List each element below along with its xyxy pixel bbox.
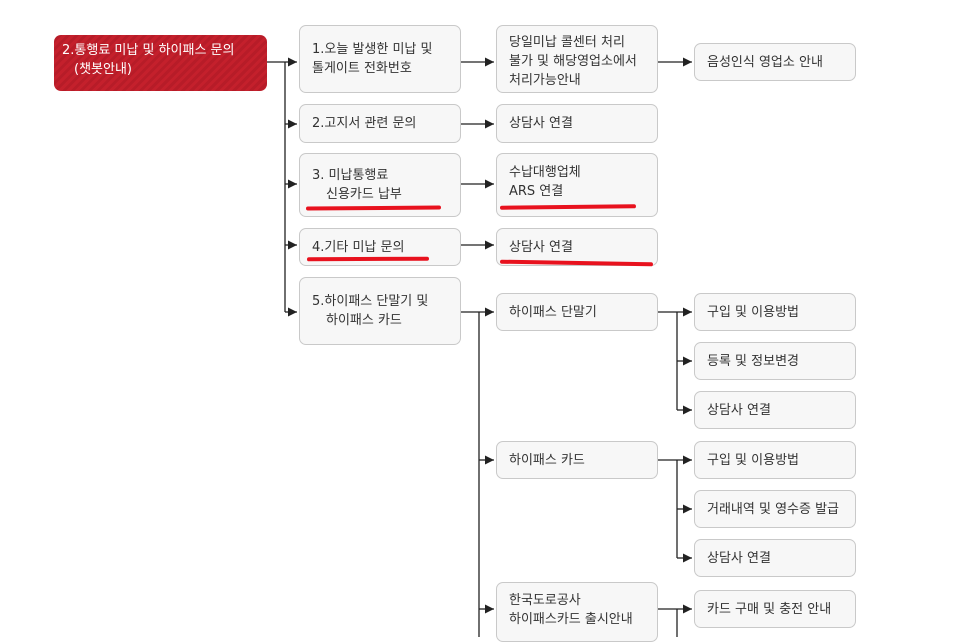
hipass-terminal-node[interactable]: 하이패스 단말기 xyxy=(496,293,658,331)
sub-item3-line1: 수납대행업체 xyxy=(509,165,581,180)
launch-line2: 하이패스카드 출시안내 xyxy=(509,612,633,627)
menu-item-hipass[interactable]: 5.하이패스 단말기 및 하이패스 카드 xyxy=(299,277,461,345)
launch-child-purchase-charge[interactable]: 카드 구매 및 충전 안내 xyxy=(694,590,856,628)
menu-item3-line1: 3. 미납통행료 xyxy=(312,168,389,183)
terminal-child-registration[interactable]: 등록 및 정보변경 xyxy=(694,342,856,380)
card-child-2-label: 거래내역 및 영수증 발급 xyxy=(707,501,839,517)
hipass-card-label: 하이패스 카드 xyxy=(509,452,585,468)
hipass-card-node[interactable]: 하이패스 카드 xyxy=(496,441,658,479)
menu-item-unpaid-today[interactable]: 1.오늘 발생한 미납 및 톨게이트 전화번호 xyxy=(299,25,461,93)
menu-item4-label: 4.기타 미납 문의 xyxy=(312,239,405,255)
sub-item1-line1: 당일미납 콜센터 처리 xyxy=(509,35,625,50)
root-line2: (챗봇안내) xyxy=(74,62,132,77)
card-child-1-label: 구입 및 이용방법 xyxy=(707,452,799,468)
root-line1: 2.통행료 미납 및 하이패스 문의 xyxy=(62,43,235,58)
menu-item5-line2: 하이패스 카드 xyxy=(326,313,402,328)
terminal-child-2-label: 등록 및 정보변경 xyxy=(707,353,799,369)
sub-item3-line2: ARS 연결 xyxy=(509,184,564,199)
sub-item1-line3: 처리가능안내 xyxy=(509,73,581,88)
hipass-terminal-label: 하이패스 단말기 xyxy=(509,304,597,320)
sub-item2-label: 상담사 연결 xyxy=(509,116,573,131)
launch-child-1-label: 카드 구매 및 충전 안내 xyxy=(707,601,832,617)
menu-item5-line1: 5.하이패스 단말기 및 xyxy=(312,294,429,309)
menu-item1-line1: 1.오늘 발생한 미납 및 xyxy=(312,42,433,57)
terminal-child-purchase[interactable]: 구입 및 이용방법 xyxy=(694,293,856,331)
root-node-toll-hipass-inquiry[interactable]: 2.통행료 미납 및 하이패스 문의 (챗봇안내) xyxy=(54,35,267,91)
launch-line1: 한국도로공사 xyxy=(509,593,581,608)
sub-item1-next-label: 음성인식 영업소 안내 xyxy=(707,54,823,70)
sub-item-agent-connect-other[interactable]: 상담사 연결 xyxy=(496,228,658,266)
highlight-underline-other-unpaid xyxy=(306,256,430,262)
card-child-receipt[interactable]: 거래내역 및 영수증 발급 xyxy=(694,490,856,528)
card-child-agent[interactable]: 상담사 연결 xyxy=(694,539,856,577)
terminal-child-agent[interactable]: 상담사 연결 xyxy=(694,391,856,429)
sub-item-same-day-unpaid[interactable]: 당일미납 콜센터 처리 불가 및 해당영업소에서 처리가능안내 xyxy=(496,25,658,93)
sub-item1-line2: 불가 및 해당영업소에서 xyxy=(509,54,637,69)
terminal-child-1-label: 구입 및 이용방법 xyxy=(707,304,799,320)
sub-item-voice-office-guide[interactable]: 음성인식 영업소 안내 xyxy=(694,43,856,81)
card-child-3-label: 상담사 연결 xyxy=(707,550,771,566)
menu-item1-line2: 톨게이트 전화번호 xyxy=(312,61,412,76)
sub-item4-label: 상담사 연결 xyxy=(509,239,573,255)
menu-item-bill-inquiry[interactable]: 2.고지서 관련 문의 xyxy=(299,104,461,143)
sub-item-agent-connect-bill[interactable]: 상담사 연결 xyxy=(496,104,658,143)
card-child-purchase[interactable]: 구입 및 이용방법 xyxy=(694,441,856,479)
menu-item2-label: 2.고지서 관련 문의 xyxy=(312,116,417,131)
terminal-child-3-label: 상담사 연결 xyxy=(707,402,771,418)
menu-item3-line2: 신용카드 납부 xyxy=(326,187,402,202)
hipass-launch-node[interactable]: 한국도로공사 하이패스카드 출시안내 xyxy=(496,582,658,642)
